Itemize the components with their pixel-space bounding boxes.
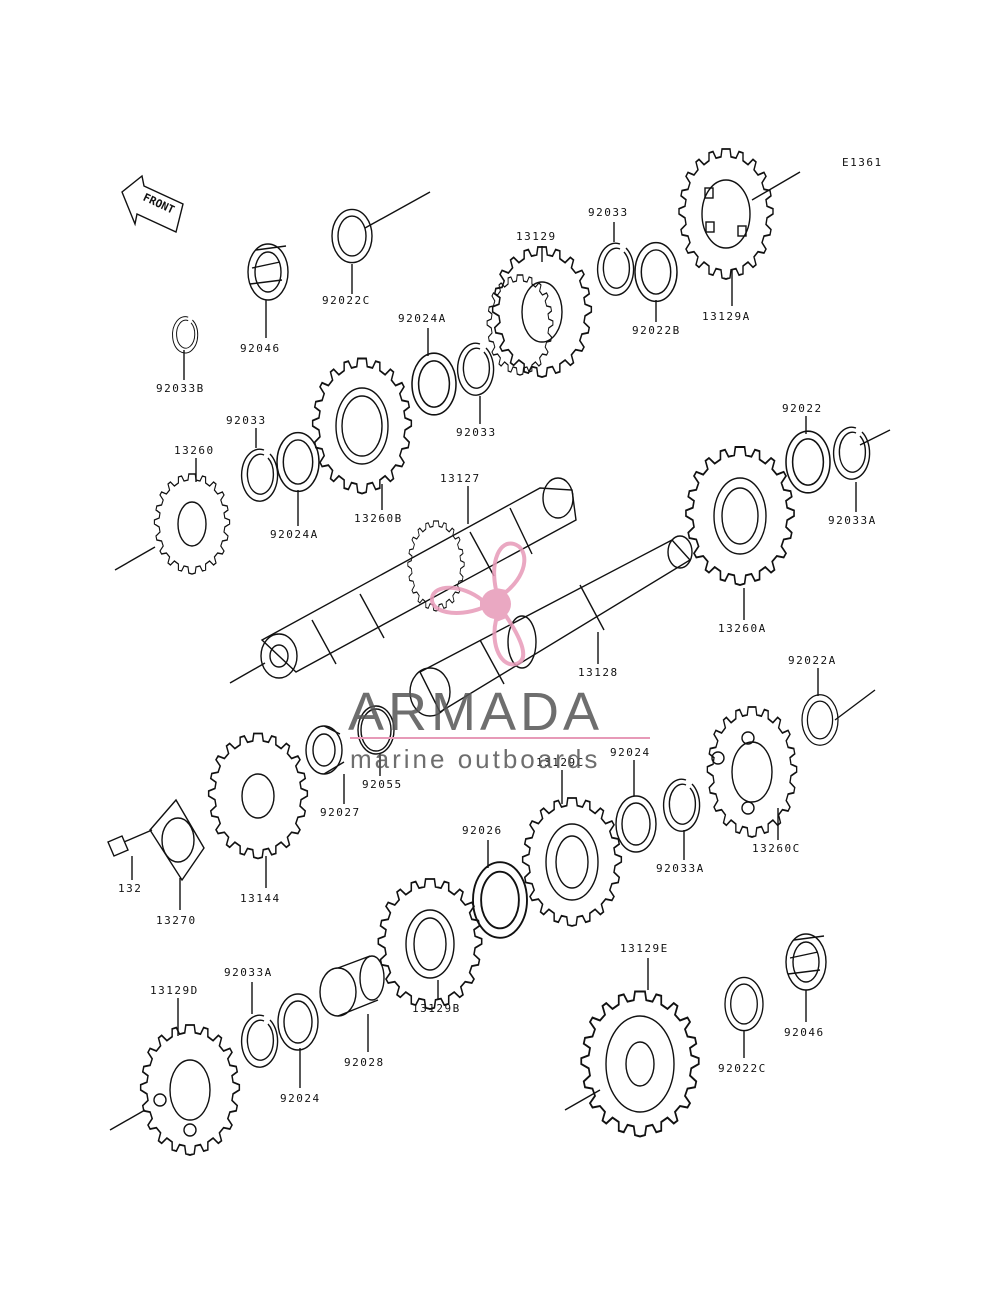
part-label-92022C-top: 92022C [322, 294, 371, 307]
gear-13260 [153, 473, 231, 575]
plate-13270 [149, 798, 205, 882]
washer-92024A-left [276, 431, 320, 493]
bushing-92028 [319, 955, 385, 1017]
circlip-92033A-right [832, 426, 871, 480]
part-label-13260A: 13260A [718, 622, 767, 635]
gear-13260B [311, 357, 413, 495]
part-labels: 92022C 92046 92033B 92033 13129 92022B 1… [118, 206, 877, 1105]
washer-92022C-low [724, 976, 764, 1032]
part-label-92033-top: 92033 [588, 206, 629, 219]
leader-lines [131, 222, 857, 1088]
washer-92024-mid [615, 795, 657, 853]
gear-13129D [139, 1024, 241, 1156]
part-label-92055: 92055 [362, 778, 403, 791]
part-label-13127: 13127 [440, 472, 481, 485]
part-label-13129-top: 13129 [516, 230, 557, 243]
washer-92022B [634, 241, 678, 303]
bolt-132 [107, 829, 153, 857]
watermark-title: ARMADA [348, 682, 603, 742]
part-label-13270: 13270 [156, 914, 197, 927]
part-label-92022A: 92022A [788, 654, 837, 667]
part-label-92022: 92022 [782, 402, 823, 415]
washer-92024A-top [411, 352, 457, 416]
gear-13129B [377, 878, 483, 1010]
part-label-13260C: 13260C [752, 842, 801, 855]
gear-13129E [580, 990, 700, 1138]
part-label-92026: 92026 [462, 824, 503, 837]
part-label-92046-top: 92046 [240, 342, 281, 355]
washer-92022A [801, 694, 839, 746]
part-label-13129E: 13129E [620, 942, 669, 955]
watermark: ARMADA marine outboards [348, 541, 650, 774]
part-label-92024-mid: 92024 [610, 746, 651, 759]
needle-bearing-92046-low [785, 933, 827, 991]
circlip-92033A-low [240, 1014, 279, 1068]
part-label-92046-low: 92046 [784, 1026, 825, 1039]
sprocket-13144 [207, 732, 309, 860]
part-label-92028: 92028 [344, 1056, 385, 1069]
part-label-92027: 92027 [320, 806, 361, 819]
gear-13129 [486, 246, 593, 378]
part-label-92024A-top: 92024A [398, 312, 447, 325]
part-label-92022B: 92022B [632, 324, 681, 337]
part-label-92033A-low: 92033A [224, 966, 273, 979]
part-label-132: 132 [118, 882, 142, 895]
circlip-92033-mid [456, 342, 495, 396]
front-arrow-icon: FRONT [121, 174, 184, 233]
axis-lines [109, 171, 891, 1131]
needle-bearing-92046-top [247, 243, 289, 301]
part-label-13128: 13128 [578, 666, 619, 679]
washer-92026 [472, 861, 528, 939]
part-label-92033A-right: 92033A [828, 514, 877, 527]
circlip-92033A-mid [662, 778, 701, 832]
part-label-92022C-low: 92022C [718, 1062, 767, 1075]
washer-92022C-top [331, 208, 373, 264]
part-label-13129A: 13129A [702, 310, 751, 323]
part-label-92033A-mid: 92033A [656, 862, 705, 875]
part-label-92024A-left: 92024A [270, 528, 319, 541]
watermark-subtitle: marine outboards [350, 744, 600, 774]
diagram-code: E1361 [842, 156, 883, 169]
part-label-13260B: 13260B [354, 512, 403, 525]
washer-92022 [785, 430, 831, 494]
circlip-92033-top [596, 242, 635, 296]
part-label-13144: 13144 [240, 892, 281, 905]
washer-92024-low [277, 993, 319, 1051]
gear-13129A [678, 148, 774, 280]
propeller-logo-icon [430, 541, 527, 667]
shaft-13127 [260, 477, 577, 679]
collar-92027 [305, 725, 345, 775]
part-label-92033-mid: 92033 [456, 426, 497, 439]
circlip-92033B [172, 316, 199, 354]
front-arrow-label: FRONT [141, 191, 177, 217]
part-label-13129D: 13129D [150, 984, 199, 997]
part-label-92033B: 92033B [156, 382, 205, 395]
part-label-13129B: 13129B [412, 1002, 461, 1015]
part-label-92033-left: 92033 [226, 414, 267, 427]
oring-92055 [357, 705, 395, 755]
circlip-92033-left [240, 448, 279, 502]
part-label-13260: 13260 [174, 444, 215, 457]
gear-13260A [684, 446, 796, 586]
gear-13129C [521, 797, 623, 927]
part-label-13129C: 13129C [536, 756, 585, 769]
shaft-13128 [409, 535, 693, 717]
part-label-92024-low: 92024 [280, 1092, 321, 1105]
gear-13260C [706, 706, 798, 838]
